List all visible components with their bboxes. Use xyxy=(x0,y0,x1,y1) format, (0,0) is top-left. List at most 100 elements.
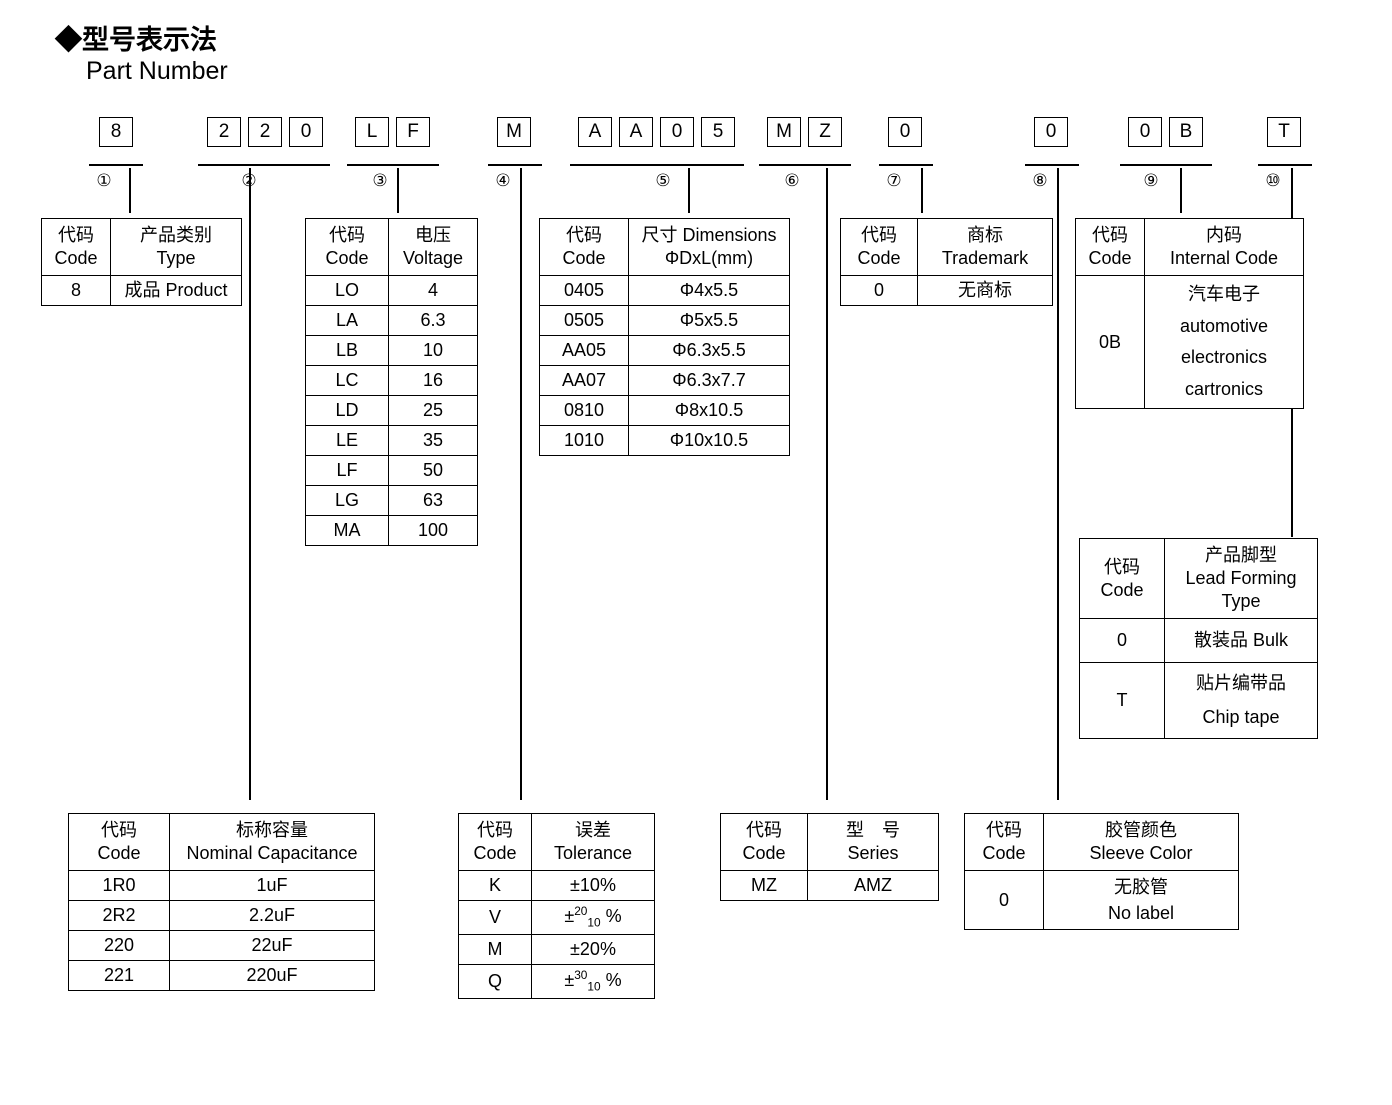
pn-marker-10: ⑩ xyxy=(1265,171,1281,190)
capacitance-code-3: 221 xyxy=(68,960,170,992)
voltage-code-3: LC xyxy=(305,365,389,397)
lead-forming-value-0: 散装品 Bulk xyxy=(1164,618,1318,664)
pn-marker-underline-6 xyxy=(759,164,851,166)
table-tolerance: 代码 Code 误差 Tolerance K ±10% V ±20 xyxy=(458,812,655,999)
pn-connector-5 xyxy=(688,168,690,213)
pn-marker-5: ⑤ xyxy=(655,171,671,190)
type-header-code: 代码 Code xyxy=(41,217,111,277)
type-code-0: 8 xyxy=(41,275,111,307)
tolerance-code-0: K xyxy=(458,870,532,902)
pn-char-7-1: 0 xyxy=(888,117,922,147)
tolerance-sup-1: 20 xyxy=(574,904,588,919)
pn-marker-underline-7 xyxy=(879,164,933,166)
voltage-value-1: 6.3 xyxy=(388,305,478,337)
table-row: MZ AMZ xyxy=(720,870,939,902)
pn-char-6-2: Z xyxy=(808,117,842,147)
sleeve-color-value-0: 无胶管 No label xyxy=(1043,870,1239,931)
trademark-value-0: 无商标 xyxy=(917,275,1053,307)
page-title-en: Part Number xyxy=(86,57,228,85)
pn-char-10-1: T xyxy=(1267,117,1301,147)
voltage-code-2: LB xyxy=(305,335,389,367)
pn-connector-8 xyxy=(1057,168,1059,800)
table-row: M ±20% xyxy=(458,933,655,965)
capacitance-header-code: 代码 Code xyxy=(68,812,170,872)
table-internal-code: 代码 Code 内码 Internal Code 0B 汽车电子 autom xyxy=(1075,217,1304,410)
tolerance-value-0: ±10% xyxy=(531,870,655,902)
table-row: K ±10% xyxy=(458,870,655,902)
dimensions-code-3: AA07 xyxy=(539,365,629,397)
pn-marker-underline-2 xyxy=(198,164,330,166)
voltage-code-7: LG xyxy=(305,485,389,517)
table-row: 0 散装品 Bulk xyxy=(1079,618,1318,664)
pn-char-5-2: A xyxy=(619,117,653,147)
capacitance-code-2: 220 xyxy=(68,930,170,962)
tolerance-value-3: ±3010 % xyxy=(531,963,655,999)
tolerance-sup-3: 30 xyxy=(574,967,588,982)
dimensions-value-4: Φ8x10.5 xyxy=(628,395,790,427)
lead-forming-value-1: 贴片编带品 Chip tape xyxy=(1164,662,1318,739)
dimensions-header-value: 尺寸 Dimensions ΦDxL(mm) xyxy=(628,217,790,277)
internal-code-value-0: 汽车电子 automotive electronics cartronics xyxy=(1144,275,1304,410)
capacitance-header-value: 标称容量 Nominal Capacitance xyxy=(169,812,375,872)
diamond-bullet-icon: ◆ xyxy=(55,25,82,55)
type-header-value: 产品类别 Type xyxy=(110,217,242,277)
voltage-code-4: LD xyxy=(305,395,389,427)
table-row: 0B 汽车电子 automotive electronics cartronic… xyxy=(1075,275,1304,410)
type-value-0: 成品 Product xyxy=(110,275,242,307)
pn-char-5-1: A xyxy=(578,117,612,147)
dimensions-value-3: Φ6.3x7.7 xyxy=(628,365,790,397)
pn-marker-8: ⑧ xyxy=(1032,171,1048,190)
voltage-code-0: LO xyxy=(305,275,389,307)
pn-char-4-1: M xyxy=(497,117,531,147)
capacitance-value-1: 2.2uF xyxy=(169,900,375,932)
voltage-value-7: 63 xyxy=(388,485,478,517)
internal-code-header-code: 代码 Code xyxy=(1075,217,1145,277)
tolerance-suffix-3: % xyxy=(605,969,622,990)
series-header-value: 型 号 Series xyxy=(807,812,939,872)
dimensions-code-4: 0810 xyxy=(539,395,629,427)
voltage-header-code: 代码 Code xyxy=(305,217,389,277)
dimensions-code-0: 0405 xyxy=(539,275,629,307)
series-header-code: 代码 Code xyxy=(720,812,808,872)
pn-marker-9: ⑨ xyxy=(1143,171,1159,190)
voltage-value-0: 4 xyxy=(388,275,478,307)
page-title: ◆型号表示法 xyxy=(55,18,217,57)
tolerance-suffix-1: % xyxy=(605,906,622,927)
pn-char-3-1: L xyxy=(355,117,389,147)
trademark-code-0: 0 xyxy=(840,275,918,307)
pn-marker-7: ⑦ xyxy=(886,171,902,190)
tolerance-sub-3: 10 xyxy=(587,979,601,994)
pn-connector-4 xyxy=(520,168,522,800)
sleeve-color-header-code: 代码 Code xyxy=(964,812,1044,872)
pn-char-3-2: F xyxy=(396,117,430,147)
pn-marker-4: ④ xyxy=(495,171,511,190)
lead-forming-code-1: T xyxy=(1079,662,1165,739)
tolerance-code-2: M xyxy=(458,933,532,965)
voltage-value-2: 10 xyxy=(388,335,478,367)
page-title-cn: 型号表示法 xyxy=(82,25,217,55)
pn-marker-3: ③ xyxy=(372,171,388,190)
voltage-header-value: 电压 Voltage xyxy=(388,217,478,277)
lead-forming-header-value: 产品脚型 Lead Forming Type xyxy=(1164,537,1318,620)
trademark-header-code: 代码 Code xyxy=(840,217,918,277)
pn-connector-6 xyxy=(826,168,828,800)
table-row: T 贴片编带品 Chip tape xyxy=(1079,662,1318,739)
pn-connector-3 xyxy=(397,168,399,213)
voltage-code-6: LF xyxy=(305,455,389,487)
voltage-value-3: 16 xyxy=(388,365,478,397)
pn-char-2-2: 2 xyxy=(248,117,282,147)
dimensions-value-5: Φ10x10.5 xyxy=(628,425,790,457)
pn-connector-1 xyxy=(129,168,131,213)
lead-forming-code-0: 0 xyxy=(1079,618,1165,664)
